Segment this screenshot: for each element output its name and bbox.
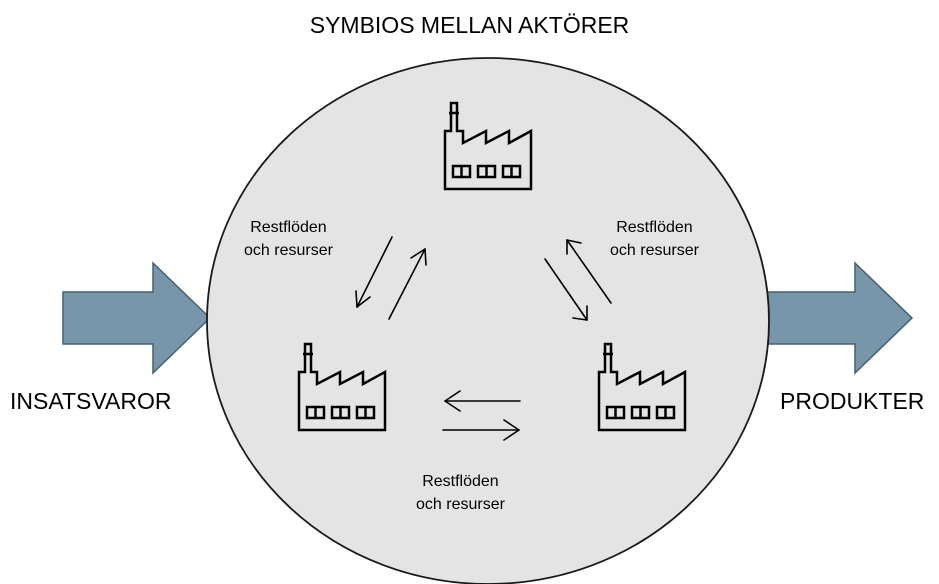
input-label: INSATSVAROR (10, 388, 172, 414)
exchange-arrow (444, 390, 521, 412)
symbiosis-circle (206, 57, 770, 584)
flow-label-line: Restflöden (422, 473, 499, 490)
exchange-arrow (566, 239, 612, 304)
flow-label-bottom: Restflöden och resurser (416, 470, 505, 516)
exchange-arrows (355, 236, 612, 441)
exchange-arrow (442, 419, 520, 441)
exchange-arrow (388, 248, 427, 320)
flow-label-left: Restflöden och resurser (244, 216, 333, 262)
output-label: PRODUKTER (780, 388, 925, 414)
diagram-title: SYMBIOS MELLAN AKTÖRER (309, 12, 630, 38)
input-arrow (62, 261, 212, 375)
output-arrow (764, 261, 914, 375)
flow-label-line: och resurser (610, 242, 699, 259)
flow-label-line: Restflöden (250, 219, 327, 236)
exchange-arrow (355, 236, 393, 308)
flow-label-right: Restflöden och resurser (610, 216, 699, 262)
flow-label-line: och resurser (416, 496, 505, 513)
flow-label-line: Restflöden (616, 219, 693, 236)
flow-label-line: och resurser (244, 242, 333, 259)
exchange-arrow (544, 258, 588, 321)
